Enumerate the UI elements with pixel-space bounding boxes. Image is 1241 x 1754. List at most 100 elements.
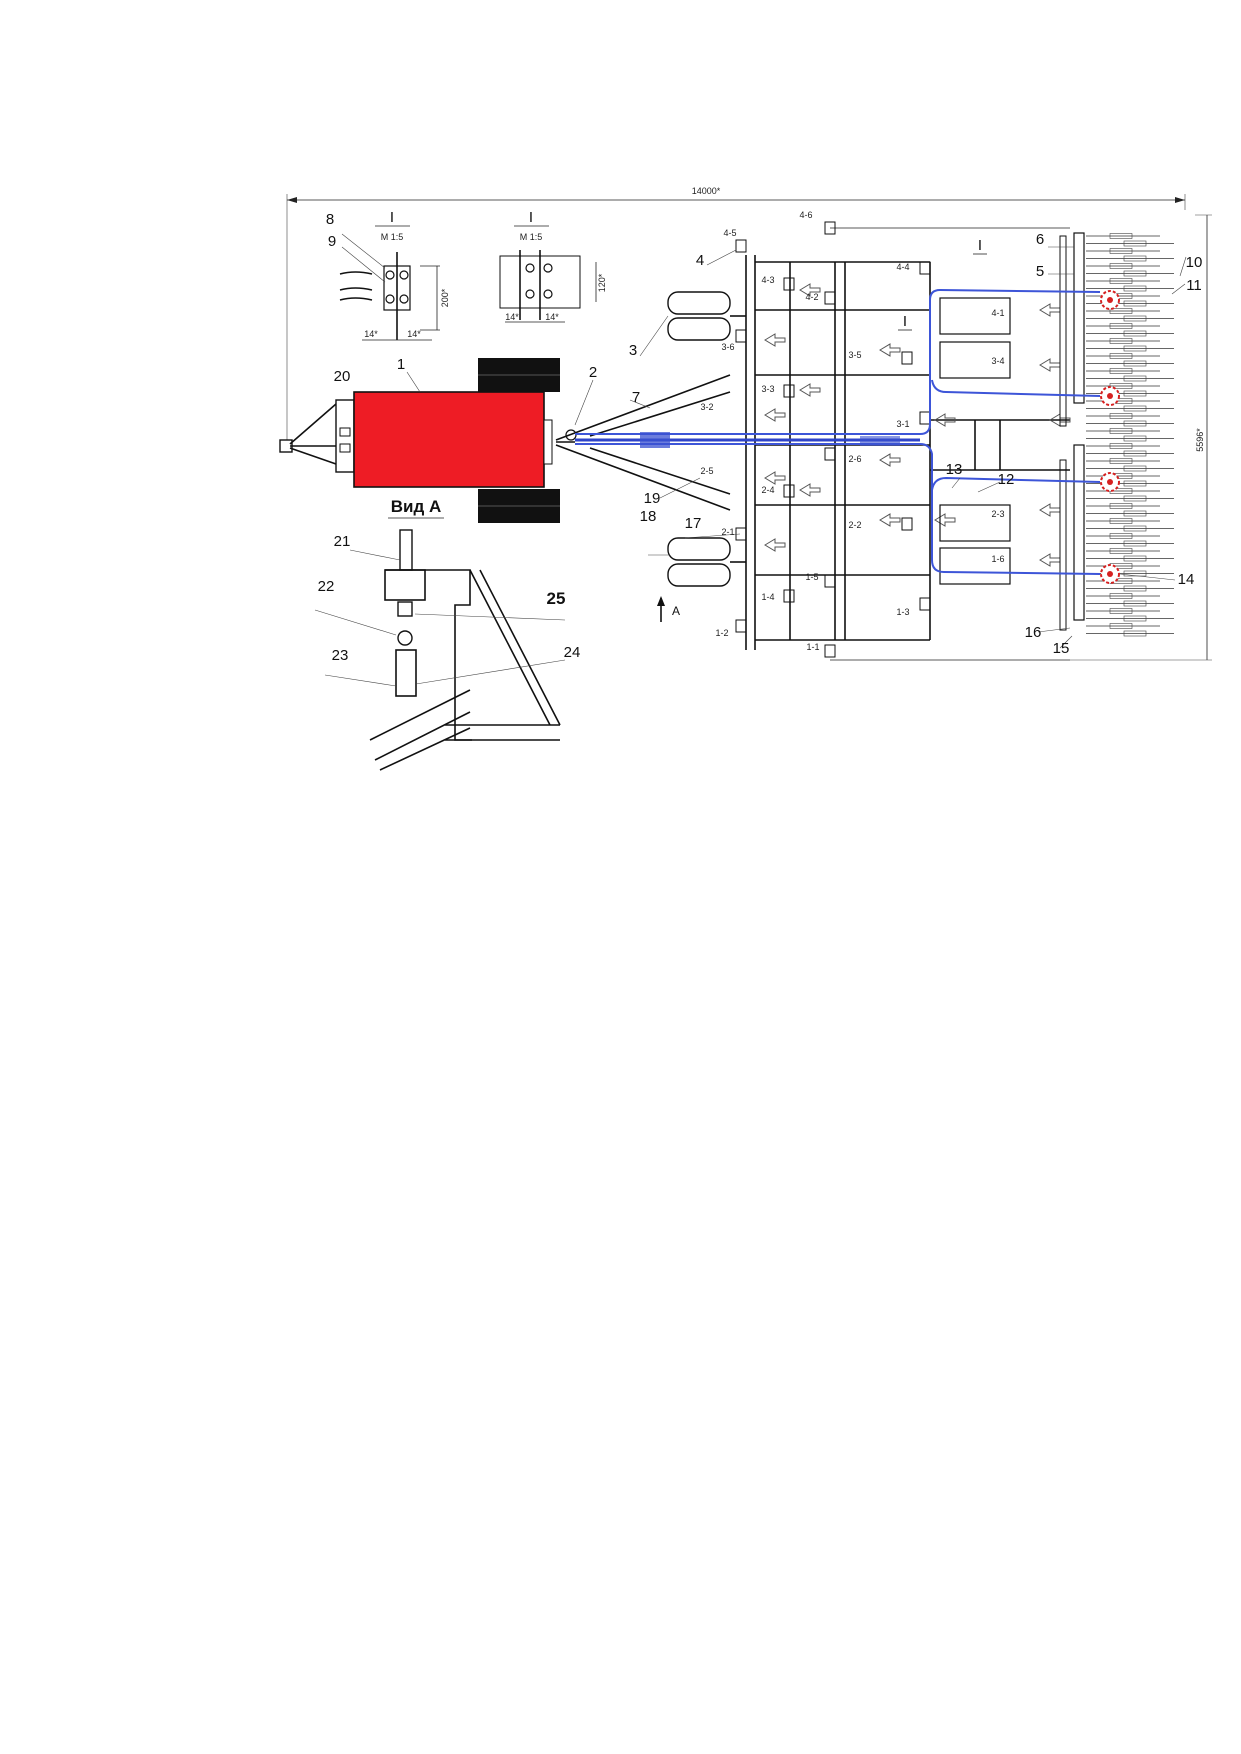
sensor-label: 4-3	[761, 275, 774, 285]
transport-wheel-bottom	[667, 537, 746, 587]
part-number: 10	[1186, 254, 1203, 271]
coulter-shoe	[1123, 330, 1147, 337]
sensor-label: 2-5	[700, 466, 713, 476]
sensor-label: 4-6	[799, 210, 812, 220]
coulter-shoe	[1123, 480, 1147, 487]
detail-i-right-scale: M 1:5	[520, 232, 543, 242]
coulter-shoe	[1123, 465, 1147, 472]
detail-i-right-width-right: 14*	[545, 312, 559, 322]
view-a-arrow-label: A	[672, 604, 680, 618]
sensor-label: 2-4	[761, 485, 774, 495]
coulter-shoe	[1109, 323, 1133, 329]
hydraulic-hoses	[575, 288, 1101, 575]
detail-i-left-scale: M 1:5	[381, 232, 404, 242]
part-number: 7	[632, 389, 640, 406]
coulter-shoe	[1123, 435, 1147, 442]
sensor-label: 1-4	[761, 592, 774, 602]
section-i-marker: I I	[898, 237, 987, 331]
overall-length-text: 14000*	[692, 186, 721, 196]
coulter-shoe	[1109, 233, 1133, 239]
part-number: 23	[332, 647, 349, 664]
detail-i-left-height: 200*	[440, 288, 450, 307]
part-number: 12	[998, 471, 1015, 488]
coulter-shoe	[1109, 278, 1133, 284]
sensor-label: 4-2	[805, 292, 818, 302]
detail-i-left-width-right: 14*	[407, 329, 421, 339]
part-number: 6	[1036, 231, 1044, 248]
transport-wheel-top	[667, 291, 746, 341]
part-number: 18	[640, 508, 657, 525]
distributors	[1100, 290, 1120, 584]
coulter-shoe	[1109, 443, 1133, 449]
coulter-shoe	[1123, 360, 1147, 367]
coulter-shoe	[1109, 548, 1133, 554]
sensor-label: 4-5	[723, 228, 736, 238]
coulter-shoe	[1123, 495, 1147, 502]
coulter-shoe	[1123, 345, 1147, 352]
sensor-label: 1-6	[991, 554, 1004, 564]
coulter-shoe	[1109, 518, 1133, 524]
sensor-label: 2-6	[848, 454, 861, 464]
coulter-shoe	[1123, 315, 1147, 322]
coulter-shoe	[1109, 593, 1133, 599]
part-number: 20	[334, 368, 351, 385]
coulter-shoe	[1109, 533, 1133, 539]
coulter-shoe	[1109, 623, 1133, 629]
coulter-shoe	[1123, 510, 1147, 517]
coulter-shoe	[1123, 555, 1147, 562]
sensor-label: 4-1	[991, 308, 1004, 318]
coulter-shoe	[1123, 525, 1147, 532]
coulter-shoe	[1109, 263, 1133, 269]
overall-length-dimension: 14000*	[286, 186, 1186, 440]
distributor-lower-mid	[1100, 472, 1120, 492]
part-number: 5	[1036, 263, 1044, 280]
coulter-shoe	[1109, 353, 1133, 359]
sensor-label: 3-1	[896, 419, 909, 429]
part-number-labels: 1 2 3 4 5 6 7 8 9 10 11 12 13 14 15 16 1…	[318, 211, 1203, 664]
coulter-shoe	[1109, 248, 1133, 254]
part-number: 2	[589, 364, 597, 381]
overall-width-dimension: 5596*	[1070, 214, 1212, 661]
sensor-label: 3-6	[721, 342, 734, 352]
distributor-bottom	[1100, 564, 1120, 584]
coulter-shoe	[1109, 503, 1133, 509]
coulter-shoe	[1123, 285, 1147, 292]
sensor-label: 3-2	[700, 402, 713, 412]
tine-bars	[1059, 232, 1085, 631]
direction-arrows	[764, 283, 1071, 567]
coulter-shoe	[1123, 300, 1147, 307]
coulter-shoe	[1123, 600, 1147, 607]
coulter-shoe	[1123, 420, 1147, 427]
detail-i-left: I M 1:5 200* 14* 14*	[339, 209, 450, 341]
sensor-label: 1-5	[805, 572, 818, 582]
seed-boxes	[939, 297, 1011, 585]
part-number: 14	[1178, 571, 1195, 588]
coulter-shoe	[1123, 240, 1147, 247]
coulter-shoe	[1109, 413, 1133, 419]
part-number: 8	[326, 211, 334, 228]
part-number: 21	[334, 533, 351, 550]
part-number: 3	[629, 342, 637, 359]
coulter-shoe	[1109, 608, 1133, 614]
view-a-arrow: A	[657, 596, 680, 622]
sensor-label: 1-2	[715, 628, 728, 638]
view-a-title: Вид A	[391, 497, 442, 516]
coulter-row	[1086, 233, 1174, 637]
sensor-label: 1-1	[806, 642, 819, 652]
overall-width-text: 5596*	[1195, 428, 1205, 452]
coulter-shoe	[1123, 375, 1147, 382]
part-number: 22	[318, 578, 335, 595]
coulter-shoe	[1123, 255, 1147, 262]
drawbar	[555, 374, 731, 511]
part-number: 25	[547, 589, 566, 608]
sensor-labels: 1-1 1-2 1-3 1-4 1-5 1-6 2-1 2-2 2-3 2-4 …	[700, 210, 1004, 652]
coulter-shoe	[1123, 540, 1147, 547]
tractor	[279, 358, 577, 523]
part-number: 16	[1025, 624, 1042, 641]
tractor-body	[353, 391, 545, 488]
sensor-label: 1-3	[896, 607, 909, 617]
sensor-label: 3-4	[991, 356, 1004, 366]
part-number: 19	[644, 490, 661, 507]
coulter-shoe	[1109, 308, 1133, 314]
